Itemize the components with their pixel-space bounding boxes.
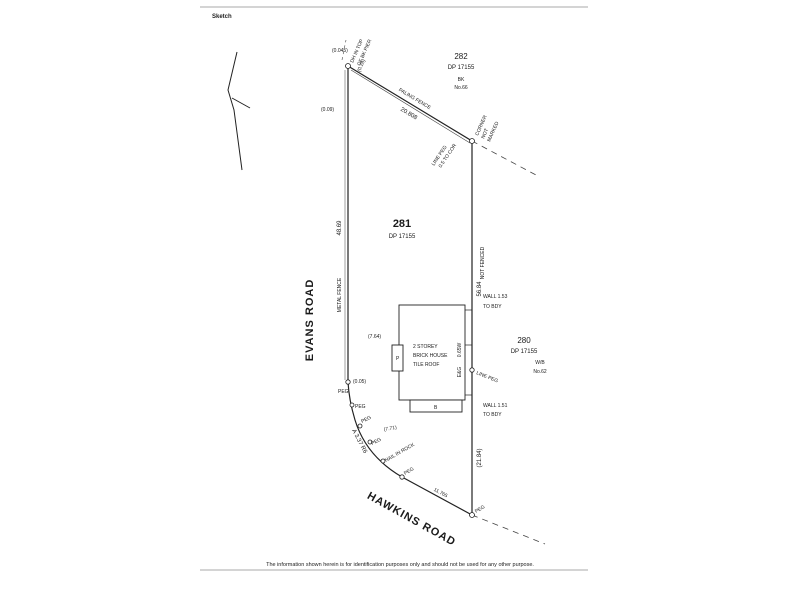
sketch-title: Sketch (212, 14, 232, 20)
lot-281-number: 281 (393, 218, 411, 230)
house-text-line1: 2 STOREY (413, 344, 438, 350)
lot-282-number: 282 (454, 52, 468, 61)
wall-offset-ticks (465, 309, 472, 396)
peg-label-5: PEG (403, 466, 415, 477)
house-offset-west: (7.64) (368, 334, 381, 340)
wall-upper-line2: TO BDY (483, 304, 502, 310)
survey-marks (345, 63, 475, 518)
arc-peg-mark-3 (367, 439, 373, 445)
wall-lower-line1: WALL 1.51 (483, 403, 508, 409)
west-boundary-length: 48.69 (337, 220, 343, 236)
north-arrow-icon (227, 51, 251, 171)
paling-fence-line (350, 69, 471, 144)
nw-pier-mark (345, 63, 351, 69)
balcony-label: B (434, 405, 438, 411)
metal-fence-label: METAL FENCE (337, 277, 343, 312)
not-fenced-label: NOT FENCED (480, 246, 486, 279)
house-clearance: 0.65W (457, 342, 463, 357)
arc-peg-mark-1 (349, 402, 355, 408)
house-text-line2: BRICK HOUSE (413, 353, 448, 359)
north-boundary-length: 20.808 (399, 107, 418, 122)
offset-west-peg: (0.05) (353, 379, 366, 385)
lot-280-wb: W/B (535, 360, 545, 366)
north-boundary-extension (471, 140, 537, 176)
lot-280-house-no: No.62 (533, 369, 547, 375)
peg-label-1: PEG (338, 389, 349, 395)
wall-upper-line1: WALL 1.53 (483, 294, 508, 300)
se-peg-mark (469, 512, 475, 518)
ne-line-peg-mark (469, 138, 475, 144)
east-boundary-length: 56.84 (477, 281, 483, 297)
lot-281-dp: DP 17155 (389, 234, 416, 240)
lot-282-dp: DP 17155 (448, 65, 475, 71)
east-line-peg-mark (469, 367, 475, 373)
peg-label-2: PEG (355, 404, 366, 410)
house-text-line3: TILE ROOF (413, 362, 439, 368)
peg-label-4: PEG (370, 437, 382, 447)
house-balcony (409, 399, 463, 413)
nail-in-rock-label: NAIL IN ROCK (384, 442, 416, 464)
house-footprint (391, 304, 466, 413)
eave-label: E&G (457, 367, 463, 378)
nail-in-rock-mark (380, 458, 386, 464)
peg-label-se: PEG (474, 504, 486, 515)
south-peg-mark (399, 474, 405, 480)
evans-road-label: EVANS ROAD (304, 279, 316, 362)
lot-282-bk: BK (458, 77, 465, 83)
lot-280-number: 280 (517, 336, 531, 345)
house-outline (398, 304, 466, 401)
offset-nw-left: (0.09) (321, 107, 334, 113)
corner-not-marked-line2: NOT (480, 128, 490, 140)
offset-nw-pier: (0.28) (356, 58, 367, 73)
arc-peg-mark-2 (357, 423, 363, 429)
lot-280-dp: DP 17155 (511, 349, 538, 355)
line-peg-east: LINE PEG (475, 370, 499, 384)
west-peg-mark (345, 379, 351, 385)
east-lower-length: (21.84) (477, 448, 483, 467)
house-porch (391, 344, 404, 372)
offset-nw-top: (0.045) (332, 48, 348, 54)
wall-lower-line2: TO BDY (483, 412, 502, 418)
hawkins-road-label: HAWKINS ROAD (365, 490, 458, 549)
offset-chord: (7.71) (383, 425, 397, 433)
peg-label-3: PEG (360, 415, 372, 425)
footer-disclaimer: The information shown herein is for iden… (266, 562, 534, 568)
lot-282-house-no: No.66 (454, 85, 468, 91)
south-boundary-extension (471, 514, 546, 545)
porch-label: P (396, 356, 400, 362)
